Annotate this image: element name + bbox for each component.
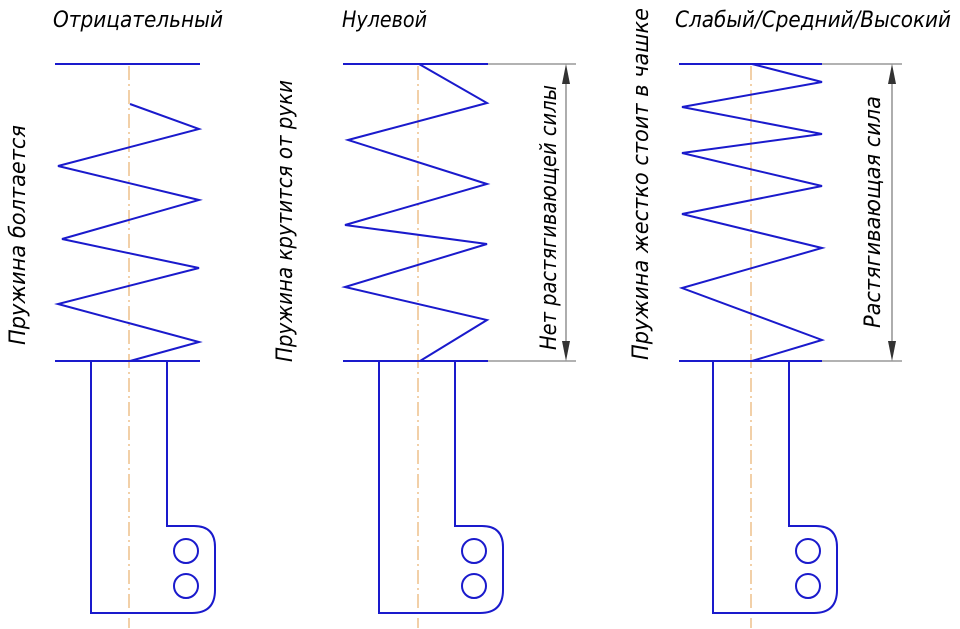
dimension-arrow-down <box>562 341 570 361</box>
mount-hole <box>795 573 821 599</box>
side-note: Пружина болтается <box>6 125 31 345</box>
dimension-label: Растягивающая сила <box>861 96 886 328</box>
column-title: Нулевой <box>342 8 427 33</box>
column-title: Отрицательный <box>53 8 223 33</box>
mount-hole <box>795 538 821 564</box>
column-zero: Нулевой Пружина крутится от руки Нет рас… <box>273 8 576 628</box>
shock-body <box>90 361 216 614</box>
side-note: Пружина жестко стоит в чашке <box>629 8 654 360</box>
dimension-arrow-up <box>562 64 570 84</box>
mount-hole <box>461 573 487 599</box>
spring-coil <box>678 63 826 362</box>
shock-body <box>378 361 504 614</box>
mount-hole <box>173 573 199 599</box>
dimension-arrow-up <box>888 64 896 84</box>
dimension-arrow-down <box>888 341 896 361</box>
spring-coil <box>54 103 203 362</box>
column-negative: Отрицательный Пружина болтается <box>6 8 223 628</box>
shock-body <box>712 361 838 614</box>
mount-hole <box>461 538 487 564</box>
column-preload: Слабый/Средний/Высокий Пружина жестко ст… <box>629 8 951 628</box>
column-title: Слабый/Средний/Высокий <box>675 8 951 33</box>
mount-hole <box>173 538 199 564</box>
spring-coil <box>341 63 491 362</box>
dimension-label: Нет растягивающей силы <box>537 85 562 350</box>
side-note: Пружина крутится от руки <box>273 80 298 362</box>
